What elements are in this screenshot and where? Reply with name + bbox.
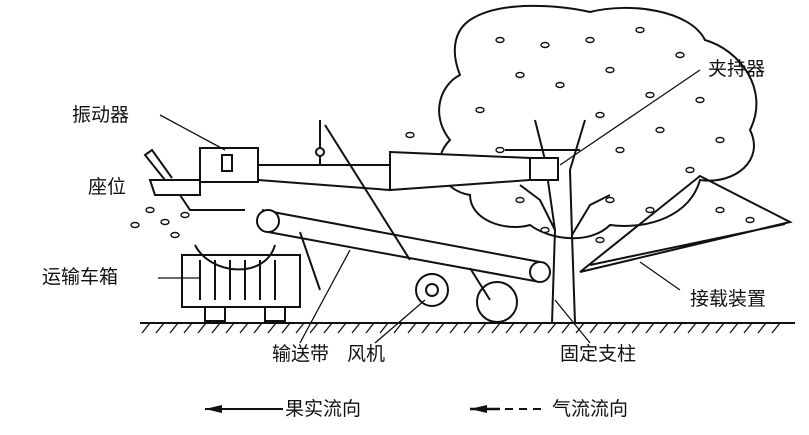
fruit <box>180 211 190 219</box>
leader-lines <box>158 69 701 344</box>
catching-device <box>579 174 793 273</box>
conveyor-belt <box>256 209 551 301</box>
transport-box <box>181 244 301 322</box>
fruit <box>145 206 155 214</box>
label-clamp: 夹持器 <box>708 58 766 80</box>
fruit <box>615 146 625 154</box>
ground <box>140 322 795 334</box>
fruit <box>695 96 705 104</box>
label-seat: 座位 <box>88 176 127 198</box>
label-vibrator: 振动器 <box>72 104 130 126</box>
fixed-support <box>315 120 411 261</box>
fruit <box>745 216 755 224</box>
seat <box>143 148 245 211</box>
fruit <box>605 196 615 204</box>
fruit <box>675 51 685 59</box>
fruit <box>685 166 695 174</box>
fruit <box>715 206 725 214</box>
fruit <box>605 66 615 74</box>
fruit <box>170 231 180 239</box>
fruit <box>715 136 725 144</box>
clamp <box>529 157 559 181</box>
fruit <box>130 221 140 229</box>
fruit <box>160 218 170 226</box>
fruit <box>475 106 485 114</box>
fruit <box>655 126 665 134</box>
fruit <box>405 131 415 139</box>
fruit <box>540 226 550 234</box>
fruit <box>555 81 565 89</box>
fruit <box>645 206 655 214</box>
fruit <box>635 26 645 34</box>
fruit <box>495 146 505 154</box>
wheel <box>476 281 518 323</box>
tree-canopy <box>438 4 758 240</box>
fruit <box>645 91 655 99</box>
fruit <box>585 36 595 44</box>
fruit <box>515 71 525 79</box>
label-fixed-support: 固定支柱 <box>560 343 637 365</box>
fruit <box>595 236 605 244</box>
vibrator <box>199 147 580 192</box>
legend-fruit-flow-arrow <box>205 405 283 413</box>
fruit <box>540 41 550 49</box>
fruit <box>515 196 525 204</box>
fan <box>415 273 449 307</box>
label-conveyor-belt: 输送带 <box>272 343 330 365</box>
fruit <box>495 36 505 44</box>
label-transport-box: 运输车箱 <box>42 266 119 288</box>
legend-fruit-flow: 果实流向 <box>285 398 362 420</box>
fruit <box>595 111 605 119</box>
legend-air-flow: 气流流向 <box>552 398 629 420</box>
label-fan: 风机 <box>347 343 386 365</box>
label-catching-device: 接载装置 <box>690 288 767 310</box>
legend-air-flow-arrow <box>470 405 545 413</box>
